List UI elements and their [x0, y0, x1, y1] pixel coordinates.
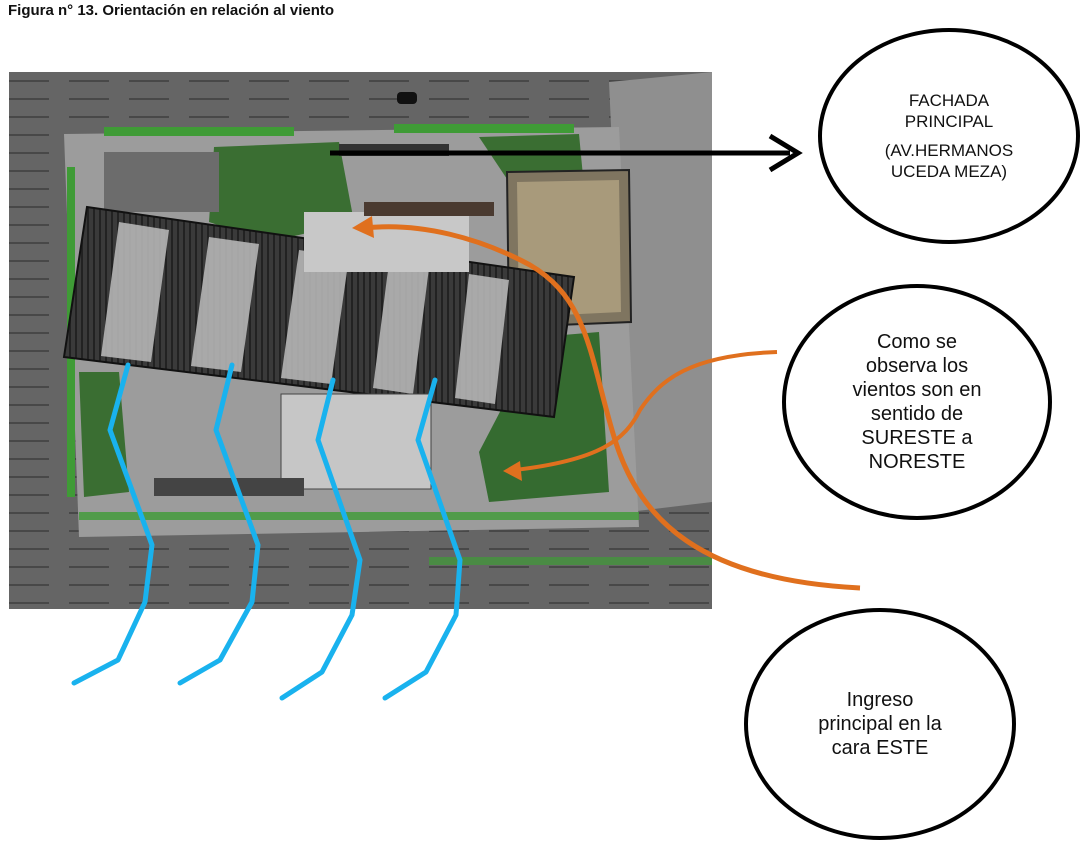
wind-note-line-5: SURESTE a	[861, 427, 973, 449]
wind-note-arrow	[503, 350, 778, 481]
adjacent-lot	[609, 72, 712, 512]
facade-line-4: UCEDA MEZA)	[890, 162, 1008, 181]
wind-note-line-3: vientos son en	[852, 379, 982, 401]
entrance-callout-bubble: Ingreso principal en la cara ESTE	[744, 608, 1016, 840]
wind-note-line-2: observa los	[865, 355, 969, 377]
wind-note-line-4: sentido de	[870, 403, 964, 425]
aerial-site-plan-image	[9, 72, 712, 609]
entrance-line-2: principal en la	[818, 713, 942, 735]
wind-line-4	[382, 377, 463, 701]
facade-line-3: (AV.HERMANOS	[884, 141, 1014, 160]
facade-line-2: PRINCIPAL	[904, 112, 994, 131]
facade-callout-bubble: FACHADA PRINCIPAL (AV.HERMANOS UCEDA MEZ…	[818, 28, 1080, 244]
wind-line-2	[177, 362, 261, 686]
wind-note-bubble: Como se observa los vientos son en senti…	[782, 284, 1052, 520]
facade-arrow	[330, 133, 803, 173]
entrance-line-1: Ingreso	[846, 689, 914, 711]
entrance-line-3: cara ESTE	[831, 737, 929, 759]
wind-lines	[71, 362, 463, 701]
facade-line-1: FACHADA	[908, 91, 990, 110]
wind-note-line-6: NORESTE	[868, 451, 966, 473]
figure-title: Figura n° 13. Orientación en relación al…	[8, 2, 335, 19]
entrance-path-arrow	[352, 216, 861, 591]
wind-note-line-1: Como se	[876, 331, 957, 353]
wind-line-3	[279, 377, 363, 701]
wind-line-1	[71, 362, 155, 686]
